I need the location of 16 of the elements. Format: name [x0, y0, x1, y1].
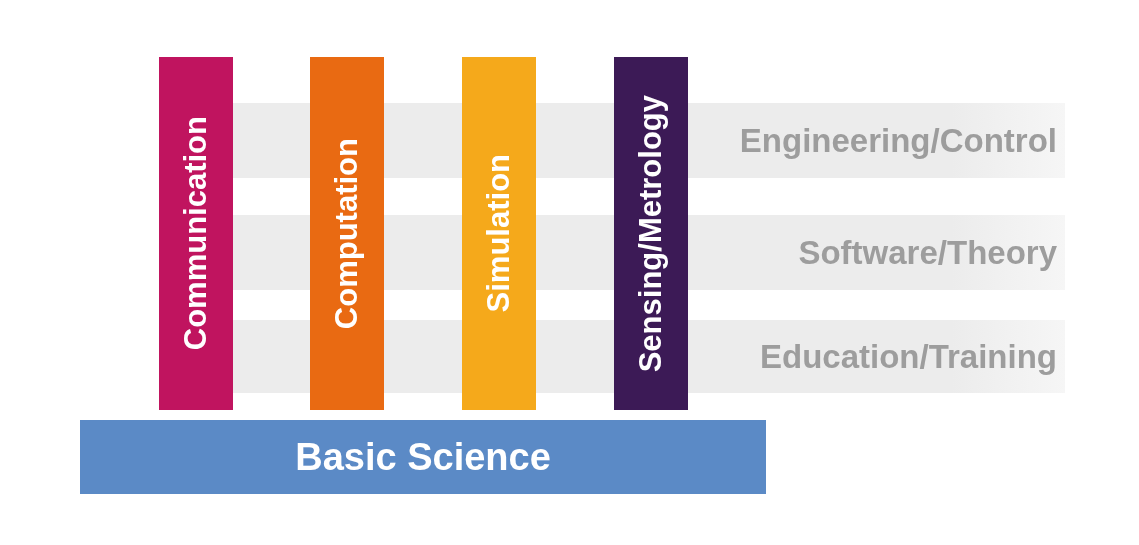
pillar-label: Computation [329, 137, 365, 330]
base-label: Basic Science [295, 435, 551, 479]
band [688, 103, 1065, 178]
band-label: Education/Training [759, 337, 1057, 376]
pillar-label: Communication [178, 116, 214, 351]
pillar-label: Simulation [481, 154, 517, 313]
band-label: Engineering/Control [739, 121, 1057, 160]
pillar-bar [310, 57, 384, 410]
band [688, 320, 1065, 393]
base-bar [80, 420, 766, 494]
pillar-label: Sensing/Metrology [633, 94, 669, 373]
pillar-bar [614, 57, 688, 410]
band-label: Software/Theory [798, 233, 1057, 272]
band [688, 215, 1065, 290]
pillar-bar [462, 57, 536, 410]
pillar-bar [159, 57, 233, 410]
